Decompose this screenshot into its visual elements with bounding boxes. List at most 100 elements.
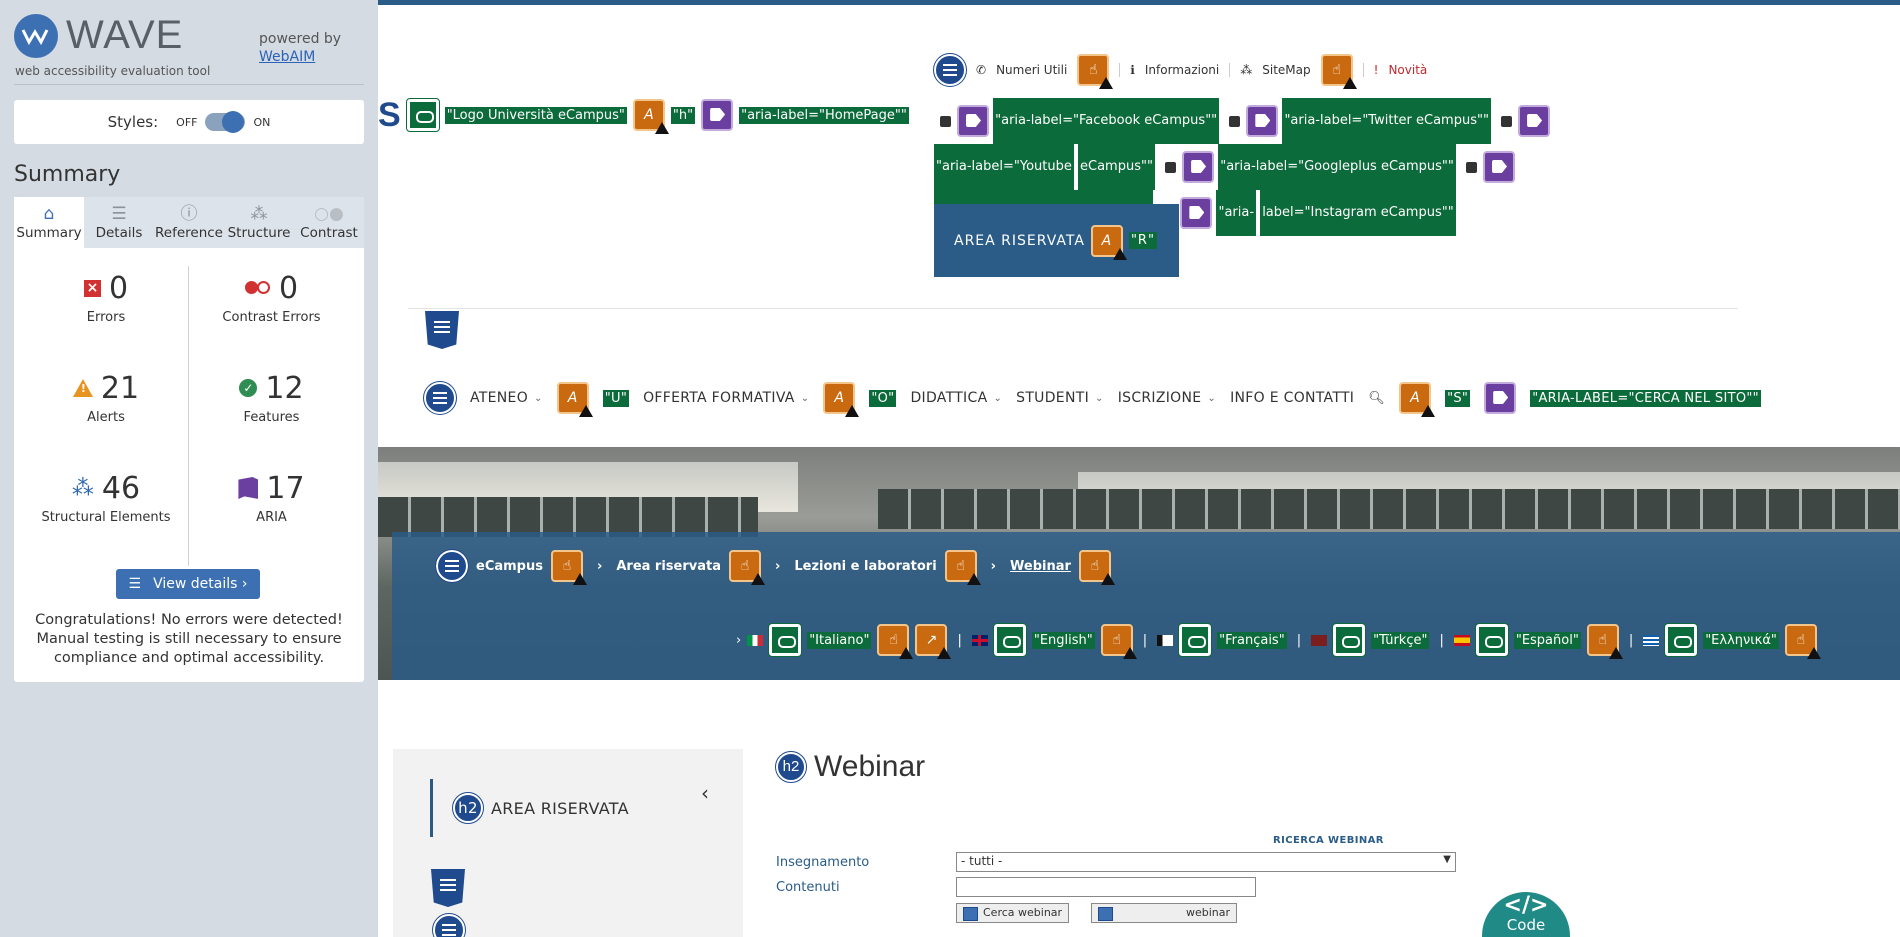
aria-label-icon[interactable]: [701, 99, 734, 131]
redundant-link-alert-icon[interactable]: ☝: [1784, 624, 1821, 659]
breadcrumb-area[interactable]: Area riservata: [616, 558, 721, 574]
aria-label-icon[interactable]: [1180, 197, 1213, 229]
webaim-link[interactable]: WebAIM: [259, 49, 316, 65]
tab-details[interactable]: ☰Details: [84, 197, 154, 248]
insegnamento-select[interactable]: - tutti -▼: [956, 852, 1456, 872]
styles-toggle[interactable]: [205, 111, 246, 133]
search-icon[interactable]: 🔍︎: [1368, 390, 1386, 406]
aria-label-icon[interactable]: [1484, 382, 1517, 414]
h2-icon[interactable]: h2: [452, 792, 484, 824]
nav-offerta-formativa[interactable]: OFFERTA FORMATIVA⌄: [643, 390, 809, 406]
redirect-alert-icon[interactable]: ↗: [915, 624, 952, 659]
redundant-link-alert-icon[interactable]: ☝: [1586, 624, 1623, 659]
page-title-text: Webinar: [814, 750, 926, 783]
informazioni-link[interactable]: Informazioni: [1144, 63, 1220, 77]
redundant-link-alert-icon[interactable]: ☝: [729, 550, 765, 585]
stat-errors[interactable]: ×0 Errors: [24, 266, 189, 366]
nav-studenti[interactable]: STUDENTI⌄: [1016, 390, 1104, 406]
redundant-link-alert-icon[interactable]: ☝: [1100, 624, 1137, 659]
lang-ellinika[interactable]: "Ελληνικά": [1703, 631, 1779, 649]
wave-image-icon[interactable]: [992, 623, 1027, 657]
cerca-webinar-button[interactable]: Cerca webinar: [956, 903, 1070, 923]
tab-contrast[interactable]: ○●Contrast: [294, 197, 364, 248]
accesskey-alert-icon[interactable]: A: [823, 382, 860, 417]
list-structure-icon[interactable]: [933, 53, 967, 87]
redundant-link-alert-icon[interactable]: ☝: [944, 550, 981, 585]
accesskey-alert-icon[interactable]: A: [1090, 224, 1127, 260]
stat-structural[interactable]: ⁂46 Structural Elements: [24, 466, 189, 566]
search-aria-label: "ARIA-LABEL="CERCA NEL SITO"": [1530, 389, 1761, 407]
redundant-link-alert-icon[interactable]: ☝: [550, 550, 587, 585]
lang-francais[interactable]: "Français": [1217, 631, 1287, 649]
lang-english[interactable]: "English": [1031, 631, 1095, 649]
nav-label: DIDATTICA: [910, 390, 988, 406]
secondary-webinar-button[interactable]: webinar: [1091, 903, 1237, 923]
wave-image-icon[interactable]: [768, 623, 803, 657]
wave-image-icon[interactable]: [1332, 623, 1367, 657]
breadcrumb-current[interactable]: Webinar: [1010, 558, 1071, 574]
breadcrumb: eCampus ☝ › Area riservata ☝ › Lezioni e…: [435, 549, 1115, 585]
lang-turkce[interactable]: "Türkçe": [1371, 631, 1430, 649]
wave-image-icon[interactable]: [405, 98, 440, 132]
aria-label-icon[interactable]: [1246, 105, 1279, 137]
contenuti-input[interactable]: [956, 877, 1256, 897]
aria-label-icon[interactable]: [1483, 151, 1516, 183]
nav-ateneo[interactable]: ATENEO⌄: [470, 390, 543, 406]
nav-label: ISCRIZIONE: [1117, 390, 1202, 406]
youtube-icon[interactable]: [1501, 115, 1513, 127]
alerts-count: 21: [100, 370, 140, 406]
h2-icon[interactable]: h2: [775, 751, 807, 783]
sitemap-link[interactable]: SiteMap: [1262, 63, 1311, 77]
list-structure-icon[interactable]: [435, 549, 469, 583]
facebook-icon[interactable]: [940, 115, 951, 127]
logo-letter[interactable]: S: [378, 95, 401, 134]
list-structure-icon[interactable]: [423, 381, 457, 415]
css-structure-icon[interactable]: [431, 869, 465, 907]
area-riservata-button[interactable]: AREA RISERVATA A "R": [934, 204, 1179, 277]
tab-structure[interactable]: ⁂Structure: [224, 197, 294, 248]
aria-label-icon[interactable]: [957, 105, 989, 137]
stat-aria[interactable]: 17 ARIA: [189, 466, 354, 566]
chevron-left-icon[interactable]: ‹: [701, 781, 709, 805]
breadcrumb-lezioni[interactable]: Lezioni e laboratori: [794, 558, 937, 574]
nav-iscrizione[interactable]: ISCRIZIONE ⌄: [1118, 390, 1216, 406]
accesskey-alert-icon[interactable]: A: [632, 99, 669, 134]
list-structure-icon[interactable]: [432, 913, 466, 937]
stat-contrast-errors[interactable]: 0 Contrast Errors: [189, 266, 354, 366]
lang-italiano[interactable]: "Italiano": [807, 631, 872, 649]
redundant-link-alert-icon[interactable]: ☝: [1320, 54, 1357, 89]
aria-label-icon[interactable]: [1518, 105, 1551, 137]
stat-alerts[interactable]: !21 Alerts: [24, 366, 189, 466]
code-toggle[interactable]: </> Code: [1482, 892, 1570, 937]
wave-image-icon[interactable]: [1474, 623, 1509, 657]
chevron-down-icon: ▼: [1443, 854, 1451, 865]
redundant-link-alert-icon[interactable]: ☝: [1077, 54, 1114, 89]
aria-label-icon[interactable]: [1182, 151, 1215, 183]
wave-image-icon[interactable]: [1664, 623, 1699, 657]
numeri-utili-link[interactable]: Numeri Utili: [996, 63, 1068, 77]
powered-by: powered by WebAIM: [259, 30, 341, 66]
googleplus-icon[interactable]: [1165, 161, 1177, 173]
lang-espanol[interactable]: "Español": [1513, 631, 1581, 649]
css-structure-icon[interactable]: [425, 311, 459, 349]
stat-features[interactable]: ✓12 Features: [189, 366, 354, 466]
nav-info-contatti[interactable]: INFO E CONTATTI: [1230, 390, 1354, 406]
wave-image-icon[interactable]: [1178, 623, 1213, 657]
accesskey-alert-icon[interactable]: A: [556, 382, 593, 417]
chevron-down-icon: ⌄: [1207, 392, 1217, 404]
twitter-aria: "aria-label="Twitter eCampus"": [1282, 98, 1491, 144]
novita-link[interactable]: Novità: [1388, 63, 1428, 77]
accesskey-alert-icon[interactable]: A: [1399, 382, 1436, 417]
redundant-link-alert-icon[interactable]: ☝: [1078, 550, 1115, 585]
linkedin-icon[interactable]: [1466, 161, 1478, 173]
tab-summary[interactable]: ⌂Summary: [14, 197, 84, 248]
toggle-knob: [222, 111, 245, 133]
tab-label: Summary: [16, 225, 82, 241]
twitter-icon[interactable]: [1229, 115, 1241, 127]
view-details-button[interactable]: ☰View details ›: [116, 569, 260, 599]
breadcrumb-home[interactable]: eCampus: [476, 558, 543, 574]
reserved-area-sidebar: h2 AREA RISERVATA ‹: [393, 749, 743, 937]
redundant-link-alert-icon[interactable]: ☝: [877, 624, 914, 659]
nav-didattica[interactable]: DIDATTICA⌄: [910, 390, 1002, 406]
